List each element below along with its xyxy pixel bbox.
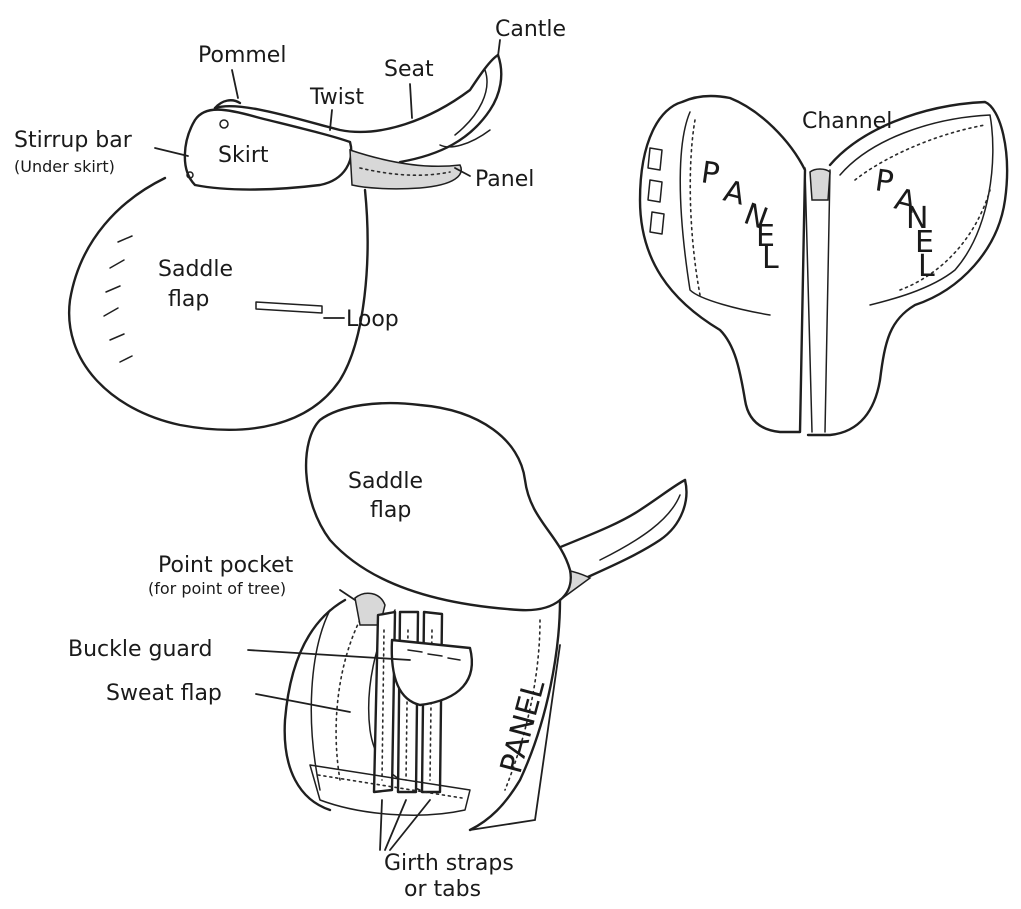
label-girth-2: or tabs bbox=[404, 877, 481, 902]
label-flap2-2: flap bbox=[370, 498, 411, 523]
saddle-side-view bbox=[69, 55, 501, 430]
label-point-pocket: Point pocket bbox=[158, 553, 294, 578]
label-girth-1: Girth straps bbox=[384, 851, 514, 876]
label-saddle-flap-1: Saddle bbox=[158, 257, 233, 282]
label-panel-left-p: P bbox=[699, 155, 722, 192]
label-panel-left-a: A bbox=[720, 174, 749, 213]
label-panel: Panel bbox=[475, 167, 534, 192]
label-under-skirt: (Under skirt) bbox=[14, 157, 115, 176]
label-panel-right-p: P bbox=[873, 163, 896, 200]
label-channel: Channel bbox=[802, 109, 892, 134]
label-cantle: Cantle bbox=[495, 17, 566, 42]
label-panel-right-l: L bbox=[918, 249, 935, 284]
label-point-pocket-sub: (for point of tree) bbox=[148, 579, 286, 598]
saddle-underside-view bbox=[640, 96, 1007, 435]
label-skirt: Skirt bbox=[218, 143, 269, 168]
label-panel-left-l: L bbox=[762, 241, 779, 276]
label-twist: Twist bbox=[309, 85, 364, 110]
label-sweat-flap: Sweat flap bbox=[106, 681, 222, 706]
label-saddle-flap-2: flap bbox=[168, 287, 209, 312]
label-buckle-guard: Buckle guard bbox=[68, 637, 213, 662]
saddle-flap-lifted-view bbox=[285, 403, 687, 830]
label-seat: Seat bbox=[384, 57, 434, 82]
label-loop: Loop bbox=[346, 307, 399, 332]
label-stirrup-bar: Stirrup bar bbox=[14, 128, 133, 153]
label-flap2-1: Saddle bbox=[348, 469, 423, 494]
label-pommel: Pommel bbox=[198, 43, 286, 68]
